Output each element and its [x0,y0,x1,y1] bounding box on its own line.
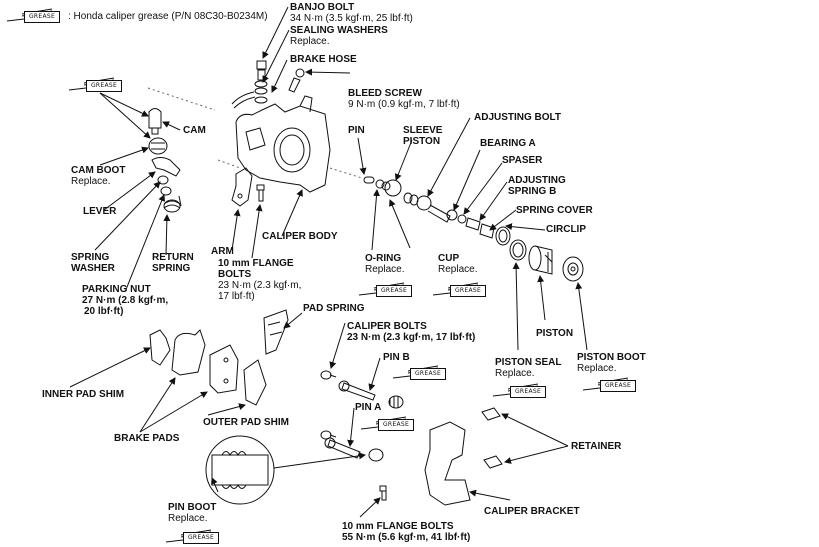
grease-icon-cup: GREASE [432,280,492,298]
pad-parts [149,309,289,406]
label-spring-cover: SPRING COVER [516,205,593,216]
label-caliper-bolts: CALIPER BOLTS 23 N·m (2.3 kgf·m, 17 lbf·… [347,321,476,343]
label-adjusting-spring-b: ADJUSTING SPRING B [508,175,566,197]
label-pin-boot: PIN BOOT Replace. [168,502,217,524]
alignment-lines [147,87,363,179]
bleed-screw-part [288,68,305,93]
label-cup: CUP Replace. [438,253,478,275]
leader-lines [69,6,588,518]
adjuster-stack-parts [363,176,584,282]
grease-icon-o-ring: GREASE [358,280,418,298]
label-banjo-bolt: BANJO BOLT 34 N·m (3.5 kgf·m, 25 lbf·ft) [290,2,413,24]
label-pin: PIN [348,125,365,136]
grease-icon-pin-boot: GREASE [165,527,225,545]
label-piston: PISTON [536,328,574,339]
label-circlip: CIRCLIP [546,224,586,235]
label-caliper-bracket: CALIPER BRACKET [484,506,580,517]
label-sealing-washers: SEALING WASHERS Replace. [290,25,388,47]
grease-legend-icon: GREASE [6,6,66,24]
parking-brake-parts [148,108,182,213]
label-brake-hose: BRAKE HOSE [290,54,357,65]
grease-icon-pin-b: GREASE [392,363,452,381]
label-adjusting-bolt: ADJUSTING BOLT [474,112,562,123]
label-return-spring: RETURN SPRING [152,252,194,274]
label-sleeve-piston: SLEEVE PISTON [403,125,443,147]
label-pin-b: PIN B [383,352,410,363]
label-lever: LEVER [83,206,117,217]
grease-icon-pin-a: GREASE [360,414,420,432]
label-retainer: RETAINER [571,441,622,452]
label-outer-pad-shim: OUTER PAD SHIM [203,417,289,428]
label-flange-bolts-lower: 10 mm FLANGE BOLTS 55 N·m (5.6 kgf·m, 41… [342,521,471,543]
label-bleed-screw: BLEED SCREW 9 N·m (0.9 kgf·m, 7 lbf·ft) [348,88,460,110]
label-flange-bolts-upper: 10 mm FLANGE BOLTS 23 N·m (2.3 kgf·m, 17… [218,258,302,302]
label-piston-seal: PISTON SEAL Replace. [495,357,562,379]
label-parking-nut: PARKING NUT 27 N·m (2.8 kgf·m, 20 lbf·ft… [82,284,169,317]
slide-pin-parts [320,370,404,501]
banjo-bolt-part [231,60,268,109]
label-inner-pad-shim: INNER PAD SHIM [42,389,125,400]
label-bearing-a: BEARING A [480,138,536,149]
pin-boot-detail [205,435,366,505]
label-cam: CAM [183,125,206,136]
label-spaser: SPASER [502,155,543,166]
label-cam-boot: CAM BOOT Replace. [71,165,126,187]
label-piston-boot: PISTON BOOT Replace. [577,352,646,374]
caliper-body-part [235,95,331,193]
label-pin-a: PIN A [355,402,382,413]
grease-icon-cam: GREASE [68,75,128,93]
label-arm: ARM [211,246,234,257]
caliper-bracket-part [424,407,503,506]
grease-legend-text: : Honda caliper grease (P/N 08C30-B0234M… [68,11,268,22]
label-caliper-body: CALIPER BODY [262,231,338,242]
grease-icon-piston-seal: GREASE [492,381,552,399]
label-pad-spring: PAD SPRING [303,303,365,314]
arm-part [231,167,265,207]
grease-icon-piston-boot: GREASE [582,375,642,393]
label-o-ring: O-RING Replace. [365,253,405,275]
label-brake-pads: BRAKE PADS [114,433,180,444]
label-spring-washer: SPRING WASHER [71,252,115,274]
